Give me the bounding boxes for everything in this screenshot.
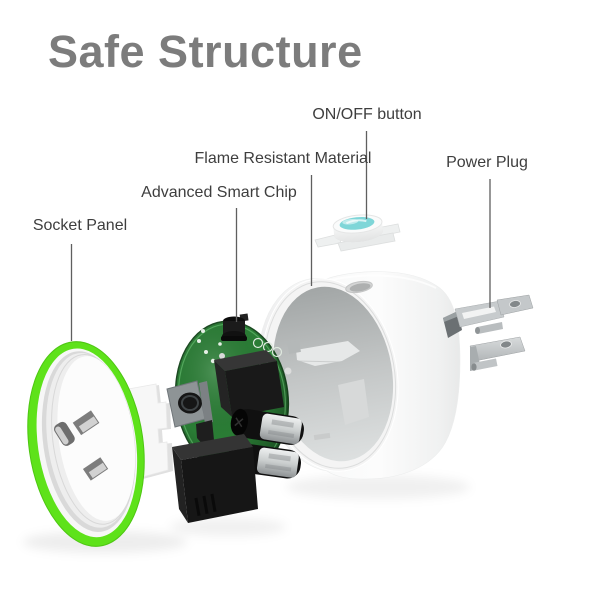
socket-panel-graphic [27,341,145,547]
callout-flame-resistant-material: Flame Resistant Material [194,150,372,167]
button-hole [345,280,373,294]
smart-chip-pcb-graphic [166,313,304,523]
main-body-graphic [257,271,461,480]
leader-lines [70,131,491,341]
socket-slot-top [72,410,100,436]
top-connector-component [221,313,249,341]
capacitor-1 [230,408,304,445]
relay-front-face [181,447,258,523]
socket-slot-bottom [82,457,109,481]
socket-face [57,356,136,521]
callout-power-plug: Power Plug [446,154,528,171]
metal-bracket [166,380,214,446]
callout-advanced-smart-chip: Advanced Smart Chip [141,184,297,201]
callout-socket-panel: Socket Panel [32,217,128,234]
page-title: Safe Structure [48,26,363,77]
ground-pin-hole [53,421,75,446]
relay-box [172,434,258,523]
main-chip [214,350,284,417]
pcb-silkscreen [249,337,283,369]
power-plug-blades-graphic [443,294,534,371]
callout-on-off-button: ON/OFF button [312,106,422,123]
button-body [332,214,383,243]
pcb-pads [197,329,292,375]
on-off-button-graphic [314,214,401,252]
